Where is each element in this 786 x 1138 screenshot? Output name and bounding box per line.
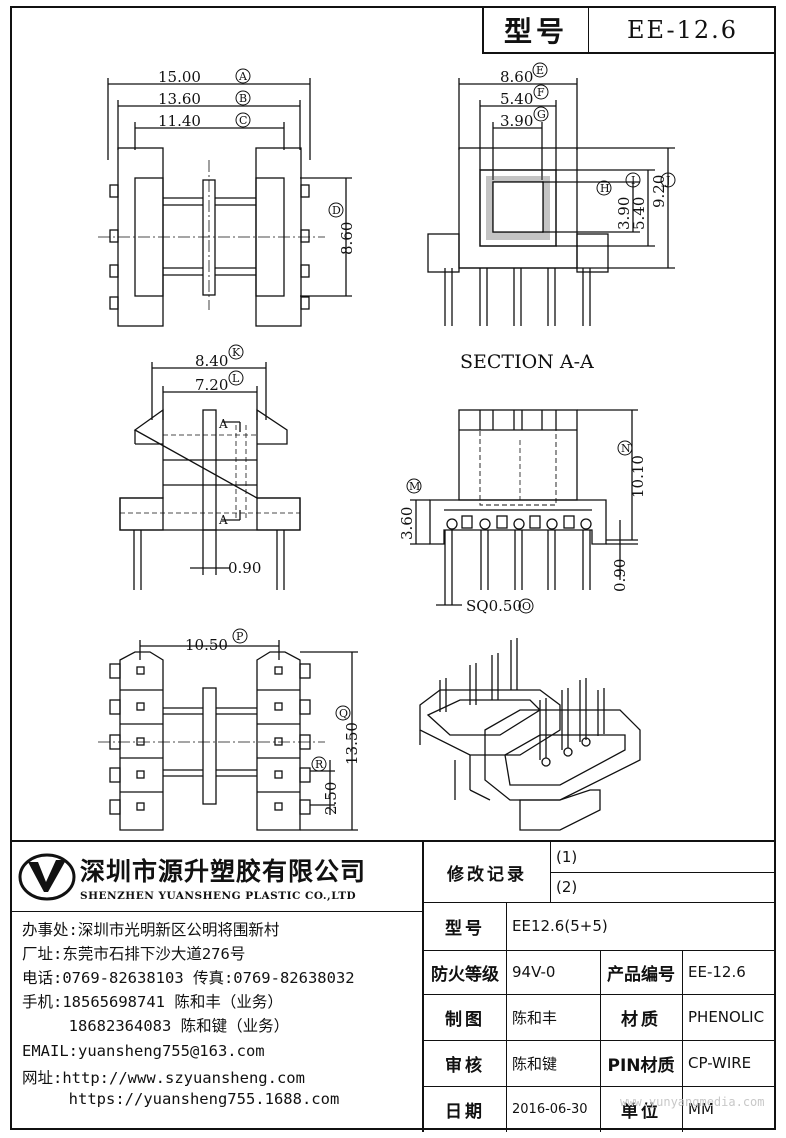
email: EMAIL:yuansheng755@163.com (22, 1042, 265, 1060)
pin-material-label: PIN材质 (607, 1055, 675, 1076)
dim-q: 13.50 (343, 722, 361, 765)
dim-h-label: H (600, 182, 610, 195)
revision-row-1: (1) (556, 848, 578, 866)
dim-d-label: D (332, 204, 341, 217)
dim-o-label: O (522, 600, 531, 613)
dim-f-label: F (537, 86, 545, 99)
fire-rating-label: 防火等级 (431, 964, 499, 985)
company-name-en: SHENZHEN YUANSHENG PLASTIC CO.,LTD (80, 890, 357, 902)
product-code-label: 产品编号 (607, 964, 675, 985)
factory-address: 厂址:东莞市石排下沙大道276号 (22, 945, 246, 963)
dim-r-label: R (315, 758, 324, 771)
mobile-1: 手机:18565698741 陈和丰（业务） (22, 993, 283, 1011)
dim-g: 3.90 (500, 112, 533, 130)
dim-c: 11.40 (158, 112, 201, 130)
revision-row-2: (2) (556, 878, 578, 896)
dim-g-label: G (537, 108, 546, 121)
office-address: 办事处:深圳市光明新区公明将围新村 (22, 921, 280, 939)
bottom-view (98, 640, 358, 831)
revision-label: 修改记录 (447, 864, 527, 885)
watermark: www.yunyangmedia.com (620, 1095, 765, 1109)
date-label: 日期 (445, 1101, 485, 1122)
section-marker-a-top: A (218, 417, 228, 431)
dim-b-label: B (239, 92, 247, 105)
dim-j: 9.20 (650, 175, 668, 208)
company-contact: 办事处:深圳市光明新区公明将围新村 厂址:东莞市石排下沙大道276号 电话:07… (10, 912, 424, 1132)
title-model-label: 型号 (484, 8, 589, 52)
section-view (427, 78, 675, 326)
dim-b: 13.60 (158, 90, 201, 108)
drawn-by-label: 制图 (445, 1009, 485, 1030)
drawn-by-value: 陈和丰 (512, 1008, 558, 1027)
pin-material-value: CP-WIRE (688, 1054, 752, 1072)
dim-r: 2.50 (322, 782, 340, 815)
website-1: 网址:http://www.szyuansheng.com (22, 1069, 305, 1087)
checked-by-value: 陈和键 (512, 1054, 558, 1073)
isometric-view (419, 638, 641, 831)
fire-rating-value: 94V-0 (512, 963, 556, 981)
date-value: 2016-06-30 (512, 1101, 588, 1117)
dim-n: 10.10 (629, 455, 647, 498)
dim-f: 5.40 (500, 90, 533, 108)
material-value: PHENOLIC (688, 1008, 765, 1026)
dim-j-label: J (665, 174, 670, 187)
dim-p-label: P (236, 630, 244, 643)
dim-q-label: Q (339, 707, 348, 720)
dim-n-label: N (621, 442, 631, 455)
company-logo-icon (18, 853, 76, 901)
side-view (410, 409, 638, 606)
mobile-2: 18682364083 陈和键（业务） (22, 1017, 290, 1035)
dim-l-label: L (232, 372, 240, 385)
section-caption: SECTION A-A (460, 351, 594, 373)
dim-e-label: E (536, 64, 544, 77)
phone-fax: 电话:0769-82638103 传真:0769-82638032 (22, 969, 355, 987)
dim-m-label: M (409, 480, 420, 493)
dim-i: 5.40 (630, 197, 648, 230)
technical-drawing: 15.00 A 13.60 B 11.40 C 8.60 D 8.60 E 5.… (98, 62, 676, 831)
company-header: 深圳市源升塑胶有限公司 SHENZHEN YUANSHENG PLASTIC C… (10, 842, 424, 912)
dim-k: 8.40 (195, 352, 228, 370)
dim-a: 15.00 (158, 68, 201, 86)
material-label: 材质 (621, 1009, 661, 1030)
title-model-value: EE-12.6 (626, 16, 739, 44)
dim-side-090: 0.90 (611, 559, 629, 592)
front-view (119, 362, 301, 590)
title-block-table: 深圳市源升塑胶有限公司 SHENZHEN YUANSHENG PLASTIC C… (10, 840, 776, 1132)
title-block: 型号 EE-12.6 (482, 8, 776, 54)
dim-front-090: 0.90 (228, 559, 261, 577)
website-2: https://yuansheng755.1688.com (22, 1090, 340, 1108)
dim-p: 10.50 (185, 636, 228, 654)
dim-l: 7.20 (195, 376, 228, 394)
dim-i-label: I (631, 174, 635, 187)
dim-a-label: A (238, 70, 248, 83)
dim-e: 8.60 (500, 68, 533, 86)
spec-model-value: EE12.6(5+5) (512, 917, 608, 935)
company-name-cn: 深圳市源升塑胶有限公司 (80, 857, 367, 886)
dim-sq: SQ0.50 (466, 597, 522, 615)
dim-c-label: C (239, 114, 247, 127)
dim-d: 8.60 (338, 222, 356, 255)
spec-model-label: 型号 (445, 918, 485, 939)
dim-h: 3.90 (615, 197, 633, 230)
section-marker-a-bottom: A (218, 513, 228, 527)
dimension-labels: 15.00 A 13.60 B 11.40 C 8.60 D 8.60 E 5.… (158, 62, 676, 815)
checked-by-label: 审核 (445, 1055, 485, 1076)
unit-value: MM (688, 1100, 714, 1118)
dim-k-label: K (232, 346, 241, 359)
dim-m: 3.60 (398, 507, 416, 540)
drawing-frame (10, 6, 776, 1130)
unit-label: 单位 (621, 1101, 661, 1122)
product-code-value: EE-12.6 (688, 963, 746, 981)
top-view (98, 78, 352, 327)
